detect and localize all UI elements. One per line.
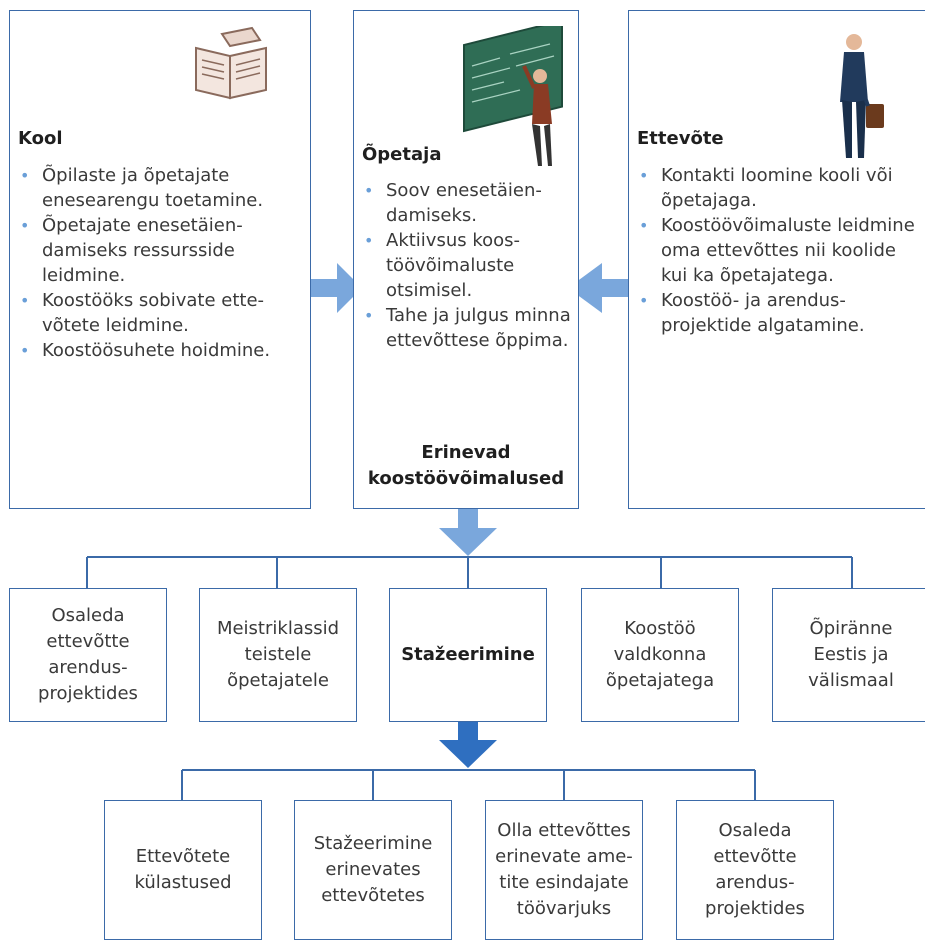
kool-list: Õpilaste ja õpetajate enesearengu toetam… <box>18 163 300 363</box>
bottom-box-4: Osaleda ettevõtte arendus- projektides <box>676 800 834 940</box>
middle-box-2: Meistriklassid teistele õpetajatele <box>199 588 357 722</box>
arrow-left <box>568 263 628 313</box>
list-item: Tahe ja julgus minna ettevõttese õppima. <box>362 303 572 353</box>
arrow-right <box>311 263 362 313</box>
list-item: Koostöö- ja arendus-projektide algatamin… <box>637 288 917 338</box>
businessman-with-briefcase-icon <box>832 30 892 170</box>
list-item: Õpilaste ja õpetajate enesearengu toetam… <box>18 163 300 213</box>
list-item: Õpetajate enesetäien-damiseks ressurssid… <box>18 213 300 288</box>
list-item: Kontakti loomine kooli või õpetajaga. <box>637 163 917 213</box>
middle-box-5: Õpiränne Eestis ja välismaal <box>772 588 925 722</box>
opetaja-list: Soov enesetäien-damiseks. Aktiivsus koos… <box>362 178 572 353</box>
bottom-box-2: Stažeerimine erinevates ettevõtetes <box>294 800 452 940</box>
list-item: Koostöösuhete hoidmine. <box>18 338 300 363</box>
bottom-box-3: Olla ettevõttes erinevate ame- tite esin… <box>485 800 643 940</box>
list-item: Koostöövõimaluste leidmine oma ettevõtte… <box>637 213 917 288</box>
kool-title: Kool <box>18 128 63 149</box>
list-item: Aktiivsus koos-töövõimaluste otsimisel. <box>362 228 572 303</box>
arrow-down-1 <box>439 509 497 556</box>
list-item: Koostööks sobivate ette-võtete leidmine. <box>18 288 300 338</box>
arrow-down-2 <box>439 722 497 768</box>
open-book-icon <box>192 26 270 106</box>
middle-box-3: Stažeerimine <box>389 588 547 722</box>
ettevote-list: Kontakti loomine kooli või õpetajaga. Ko… <box>637 163 917 338</box>
opetaja-title: Õpetaja <box>362 144 442 165</box>
list-item: Soov enesetäien-damiseks. <box>362 178 572 228</box>
middle-box-4: Koostöö valdkonna õpetajatega <box>581 588 739 722</box>
bottom-box-1: Ettevõtete külastused <box>104 800 262 940</box>
middle-box-1: Osaleda ettevõtte arendus- projektides <box>9 588 167 722</box>
teacher-at-blackboard-icon <box>460 19 570 180</box>
opetaja-footer: Erinevad koostöövõimalused <box>367 442 565 489</box>
ettevote-title: Ettevõte <box>637 128 724 149</box>
